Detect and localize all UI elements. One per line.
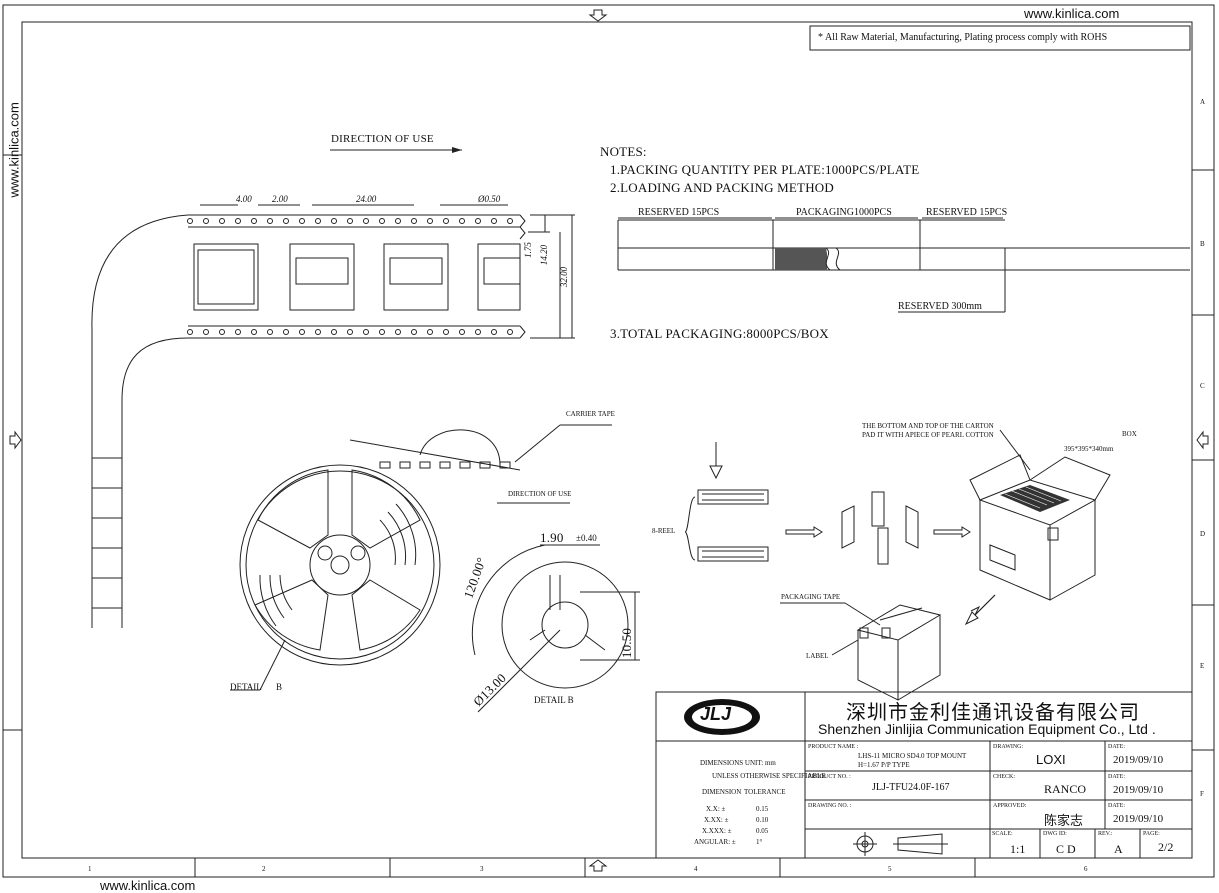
dim-10-50: 10.50: [619, 627, 635, 659]
date-label-2: DATE:: [1108, 774, 1125, 780]
reserved-right: RESERVED 15PCS: [926, 207, 1008, 218]
tape-direction-label: DIRECTION OF USE: [331, 133, 434, 145]
product-name-line-1: LHS-11 MICRO SD4.0 TOP MOUNT: [858, 752, 967, 760]
dwg-id-label: DWG ID:: [1043, 831, 1067, 837]
zone-1: 1: [88, 865, 92, 873]
dimension-header: DIMENSION: [702, 788, 742, 796]
zone-e: E: [1200, 662, 1205, 670]
watermark-bottom: www.kinlica.com: [100, 878, 196, 893]
dim-hole: Ø0.50: [478, 194, 501, 204]
company-name-en: Shenzhen Jinlijia Communication Equipmen…: [818, 721, 1156, 737]
page-label: PAGE:: [1143, 831, 1160, 837]
tol-row-3-dim: X.XXX: ±: [702, 827, 732, 835]
zone-d: D: [1200, 530, 1206, 538]
drawing-value: LOXI: [1036, 752, 1066, 767]
drawing-label: DRAWING:: [993, 744, 1024, 750]
dim-32: 32.00: [559, 266, 570, 288]
zone-c: C: [1200, 382, 1205, 390]
tol-row-4-dim: ANGULAR: ±: [694, 838, 736, 846]
drawing-no-label: DRAWING NO. :: [808, 803, 852, 809]
zone-f: F: [1200, 790, 1204, 798]
check-label: CHECK:: [993, 774, 1016, 780]
dim-175: 1.75: [522, 242, 533, 258]
tol-row-4-val: 1°: [756, 838, 763, 846]
product-no: JLJ-TFU24.0F-167: [872, 782, 950, 793]
product-name-label: PRODUCT NAME :: [808, 744, 859, 750]
zone-5: 5: [888, 865, 892, 873]
unless-note: UNLESS OTHERWISE SPECIFIABLE: [712, 772, 826, 780]
reserved-300: RESERVED 300mm: [898, 301, 982, 312]
carton-note-2: PAD IT WITH APIECE OF PEARL COTTON: [862, 431, 994, 439]
tol-row-1-val: 0.15: [756, 805, 769, 813]
rev-value: A: [1114, 842, 1123, 856]
detail-letter: B: [276, 682, 283, 692]
reserved-left: RESERVED 15PCS: [638, 207, 720, 218]
notes-line-3: 3.TOTAL PACKAGING:8000PCS/BOX: [610, 326, 829, 341]
tol-row-2-val: 0.10: [756, 816, 769, 824]
carrier-tape-label: CARRIER TAPE: [566, 410, 615, 418]
zone-6: 6: [1084, 865, 1088, 873]
detail-label: DETAIL: [230, 682, 262, 692]
date-label-1: DATE:: [1108, 744, 1125, 750]
scale-value: 1:1: [1010, 842, 1026, 856]
dim-tolerance: ±0.40: [576, 533, 597, 543]
dimensions-unit: DIMENSIONS UNIT: mm: [700, 759, 776, 767]
approved-label: APPROVED:: [993, 803, 1027, 809]
date-label-3: DATE:: [1108, 803, 1125, 809]
dim-1420: 14.20: [539, 244, 550, 266]
dwg-id-value: C D: [1056, 842, 1076, 856]
packaging-label: PACKAGING1000PCS: [796, 207, 892, 218]
detail-b-title: DETAIL B: [534, 695, 574, 705]
approved-value: 陈家志: [1044, 814, 1084, 829]
label-callout: LABEL: [806, 652, 829, 660]
product-no-label: PRODUCT NO. :: [808, 774, 851, 780]
date-value-1: 2019/09/10: [1113, 754, 1164, 766]
zone-3: 3: [480, 865, 484, 873]
packaging-tape-label: PACKAGING TAPE: [781, 593, 841, 601]
box-size: 395*395*340mm: [1064, 445, 1114, 453]
date-value-3: 2019/09/10: [1113, 813, 1164, 825]
tol-row-2-dim: X.XX: ±: [704, 816, 729, 824]
rohs-note: * All Raw Material, Manufacturing, Plati…: [818, 32, 1108, 43]
zone-4: 4: [694, 865, 698, 873]
zone-2: 2: [262, 865, 266, 873]
notes-line-2: 2.LOADING AND PACKING METHOD: [610, 180, 834, 195]
dim-24: 24.00: [356, 194, 377, 204]
box-label: BOX: [1122, 430, 1137, 438]
rev-label: REV.:: [1098, 831, 1113, 837]
tol-row-3-val: 0.05: [756, 827, 769, 835]
dim-1-90: 1.90: [540, 530, 564, 545]
tol-row-1-dim: X.X: ±: [706, 805, 726, 813]
notes-line-1: 1.PACKING QUANTITY PER PLATE:1000PCS/PLA…: [610, 162, 920, 177]
tolerance-header: TOLERANCE: [744, 788, 786, 796]
dim-4: 4.00: [236, 194, 252, 204]
notes-heading: NOTES:: [600, 144, 647, 159]
dim-2: 2.00: [272, 194, 288, 204]
date-value-2: 2019/09/10: [1113, 784, 1164, 796]
reel-direction-label: DIRECTION OF USE: [508, 490, 572, 498]
product-name-line-2: H=1.67 P/P TYPE: [858, 761, 910, 769]
zone-b: B: [1200, 240, 1205, 248]
zone-a: A: [1200, 98, 1206, 106]
watermark-top-right: www.kinlica.com: [1024, 6, 1120, 21]
reel-count: 8-REEL: [652, 527, 676, 535]
company-logo: JLJ: [700, 704, 732, 724]
check-value: RANCO: [1044, 782, 1087, 796]
carton-note-1: THE BOTTOM AND TOP OF THE CARTON: [862, 422, 994, 430]
company-name-cn: 深圳市金利佳通讯设备有限公司: [846, 700, 1140, 724]
page-value: 2/2: [1158, 840, 1174, 854]
scale-label: SCALE:: [992, 831, 1013, 837]
